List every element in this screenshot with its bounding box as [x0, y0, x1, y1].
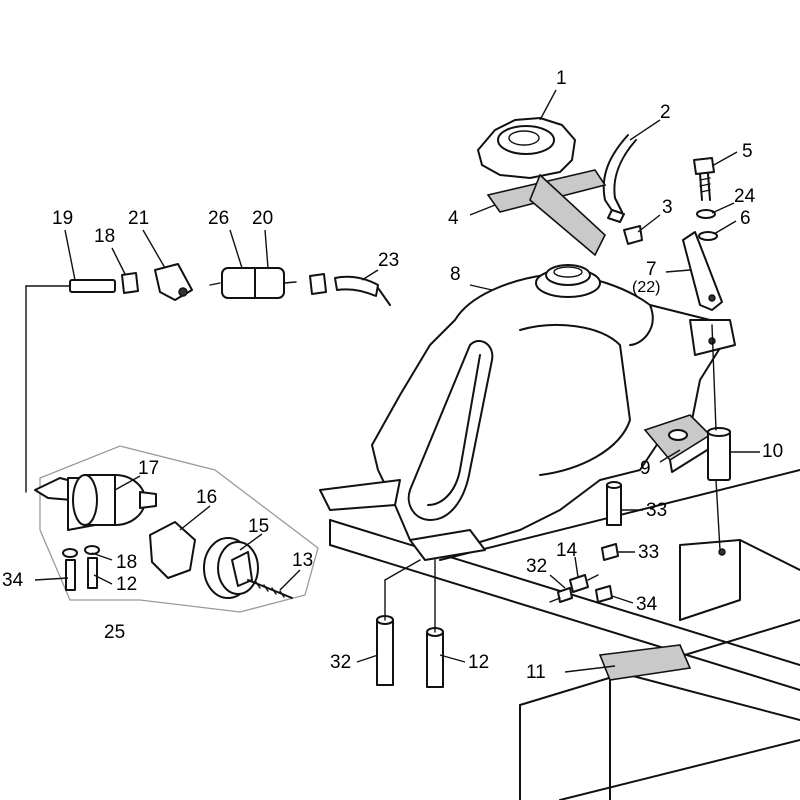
callout-14: 14 [556, 540, 578, 561]
callout-12-pump: 12 [116, 574, 137, 595]
callout-24: 24 [734, 186, 756, 207]
mount-hardware [682, 157, 723, 311]
callout-21: 21 [128, 208, 149, 229]
callout-3: 3 [662, 197, 673, 218]
callout-33-fitting: 33 [638, 542, 659, 563]
callout-26: 26 [208, 208, 229, 229]
callout-17: 17 [138, 458, 159, 479]
callout-18-line: 18 [94, 226, 115, 247]
frame [329, 469, 800, 800]
callout-15: 15 [248, 516, 269, 537]
spacer-tube [707, 324, 731, 551]
callout-12-frame: 12 [468, 652, 489, 673]
callout-23: 23 [378, 250, 399, 271]
callout-19: 19 [52, 208, 73, 229]
fuel-lines [376, 481, 622, 688]
fuel-tank [319, 264, 736, 561]
hose-clamp [623, 225, 643, 245]
callout-33-hose: 33 [646, 500, 667, 521]
callout-20: 20 [252, 208, 273, 229]
callout-5: 5 [742, 141, 753, 162]
foam-pad [486, 169, 607, 257]
rubber-mount [643, 414, 713, 473]
callout-13: 13 [292, 550, 313, 571]
callout-34-fitting: 34 [636, 594, 658, 615]
callout-8: 8 [450, 264, 461, 285]
callout-2: 2 [660, 102, 671, 123]
callout-10: 10 [762, 441, 783, 462]
callout-11: 11 [526, 662, 546, 683]
vent-hose [602, 134, 637, 223]
callout-9: 9 [640, 458, 651, 479]
callout-25: 25 [104, 622, 125, 643]
callout-4: 4 [448, 208, 459, 229]
callout-34-pump: 34 [2, 570, 24, 591]
fuel-filter-line [25, 263, 391, 493]
fuel-cap [477, 117, 576, 179]
callout-18-pump: 18 [116, 552, 137, 573]
callout-32-frame: 32 [330, 652, 351, 673]
callout-22: (22) [632, 279, 660, 296]
fittings [549, 543, 619, 603]
callout-6: 6 [740, 208, 751, 229]
callout-7: 7 [646, 259, 657, 280]
fuel-pump-group [34, 445, 319, 613]
callout-16: 16 [196, 487, 217, 508]
leader-lines [34, 89, 760, 673]
callout-1: 1 [556, 68, 567, 89]
frame-pad [598, 644, 692, 681]
callout-32-fitting: 32 [526, 556, 547, 577]
callouts: 1 2 3 4 5 6 7 (22) 8 9 10 11 12 12 13 14… [2, 68, 783, 683]
